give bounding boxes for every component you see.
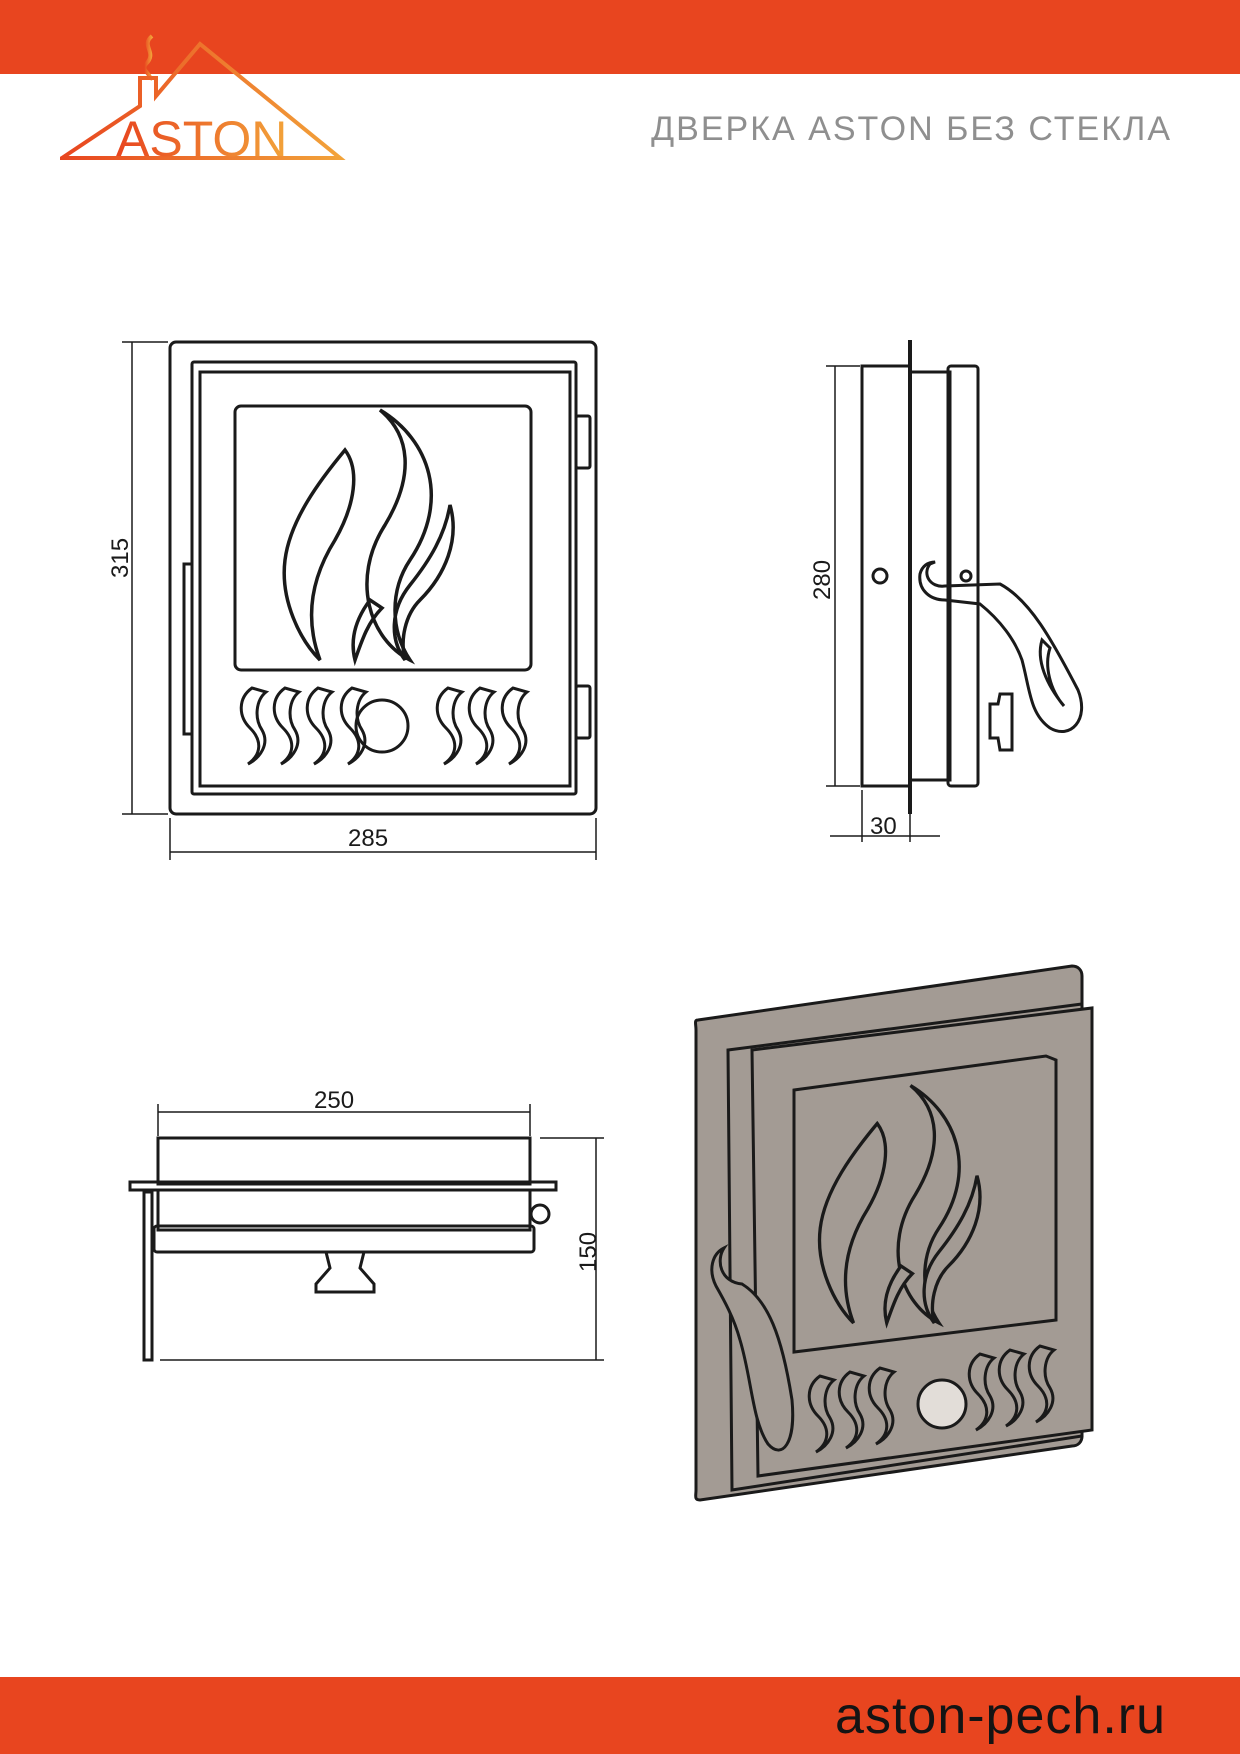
door-render (694, 964, 1094, 1502)
side-knob (988, 692, 1014, 752)
hinge-lower (574, 684, 592, 740)
smoke-icon (142, 34, 154, 81)
footer-band (0, 1677, 1240, 1754)
door-frame (168, 340, 598, 816)
dim-front-width: 285 (348, 825, 388, 852)
dim-side-depth: 30 (870, 813, 897, 840)
render-handle (710, 1244, 795, 1452)
dim-top-width: 250 (314, 1087, 354, 1114)
side-handle (918, 560, 1084, 734)
front-view (122, 340, 598, 860)
hinge-upper (574, 414, 592, 470)
vent-knob (354, 698, 410, 754)
header-band (0, 0, 1240, 74)
top-view (128, 1104, 604, 1362)
dim-front-height: 315 (107, 538, 134, 578)
window-panel (233, 404, 533, 672)
render-knob (916, 1378, 968, 1430)
flame-ornament (282, 408, 455, 662)
website-link[interactable]: aston-pech.ru (835, 1687, 1166, 1745)
latch-bar (182, 562, 194, 736)
aston-logo: ASTON (60, 34, 346, 167)
page-title: ДВЕРКА ASTON БЕЗ СТЕКЛА (651, 110, 1172, 148)
dim-side-height: 280 (809, 560, 836, 600)
top-knob (314, 1250, 376, 1294)
roof-icon (60, 41, 346, 160)
logo-text: ASTON (116, 111, 287, 167)
dim-top-depth: 150 (575, 1232, 602, 1272)
side-view (826, 340, 1084, 842)
